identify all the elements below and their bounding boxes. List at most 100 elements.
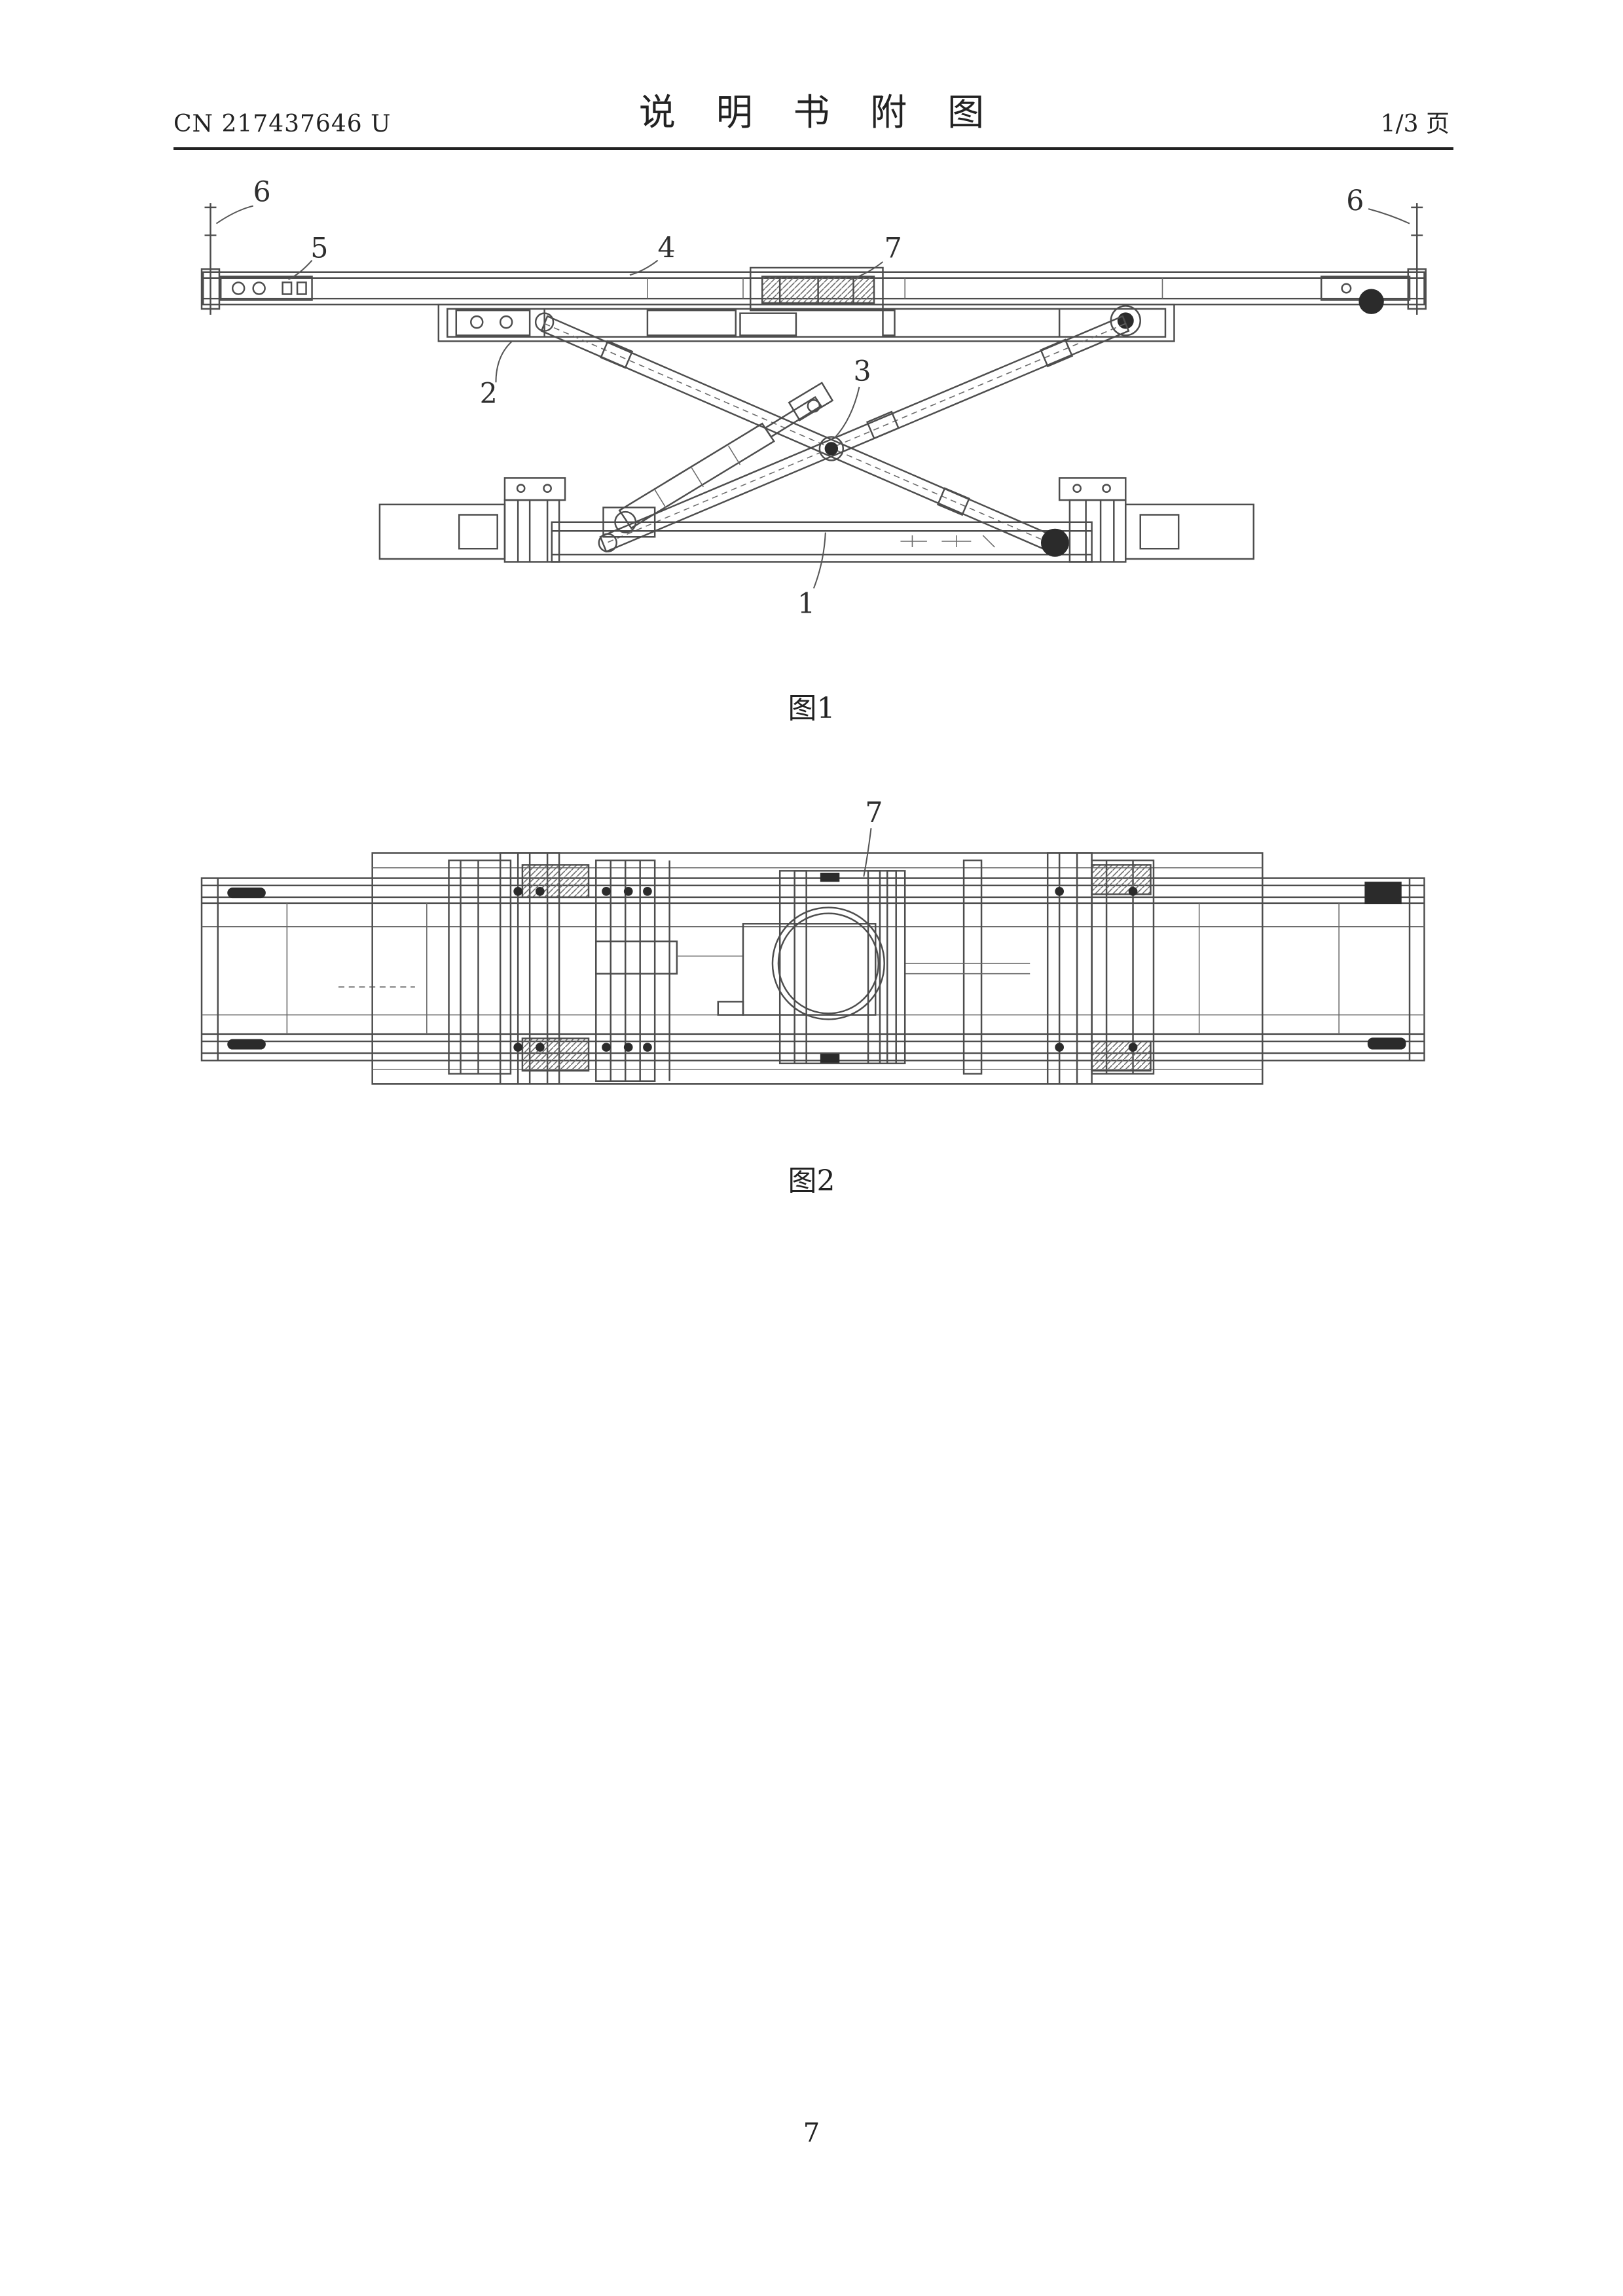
figure-2-leader-7 [863, 828, 872, 877]
component-7-top-view-stroke [867, 870, 881, 1065]
component-7-top-view-stroke [820, 1054, 840, 1063]
upper-frame-stroke [455, 309, 531, 336]
figure-1-leader-lines-stroke [215, 205, 253, 224]
scissor-arm-b-stroke [866, 410, 900, 440]
pedestal-right-stroke [1058, 477, 1127, 501]
component-7-top-view-stroke [771, 906, 885, 1020]
long-frame-outline [200, 877, 1425, 1062]
end-rollers-top-view-stroke [227, 888, 266, 899]
rail-bolts-stroke [513, 886, 523, 896]
rail-bolts-stroke [513, 1043, 523, 1052]
base-frame-stroke [598, 533, 617, 552]
hydraulic-cylinder-stroke [807, 399, 821, 413]
pedestal-left-stroke [503, 477, 566, 501]
scissor-arm-a [540, 315, 1064, 556]
component-7-side-view [750, 266, 884, 312]
end-block-left-stroke [252, 281, 266, 295]
ref-numeral-5: 5 [310, 232, 328, 264]
upper-frame-stroke [534, 312, 555, 332]
rail-bolts-stroke [643, 886, 652, 896]
right-scissor-frame-top-view [905, 852, 1155, 1085]
component-7-side-view-stroke [750, 266, 884, 312]
scissor-arm-a-stroke [936, 487, 970, 516]
left-scissor-frame-top-view [448, 852, 744, 1085]
guide-post-left [200, 203, 221, 315]
right-scissor-frame-top-view-stroke [1091, 1040, 1152, 1072]
pedestal-left [503, 477, 566, 563]
outrigger-left [378, 503, 506, 560]
rail-bolts-stroke [1055, 886, 1065, 896]
outrigger-right-stroke [1139, 514, 1180, 550]
end-rollers-top-view [227, 882, 1406, 1050]
page-title: 说 明 书 附 图 [638, 92, 999, 134]
rail-bolts-stroke [623, 1043, 633, 1052]
rail-bolts-stroke [602, 1043, 611, 1052]
pedestal-right-stroke [1072, 484, 1082, 493]
end-block-left-stroke [219, 276, 313, 301]
rail-bolts [513, 886, 1138, 1052]
page-indicator: 1/3 页 [1380, 111, 1450, 137]
upper-frame-stroke [739, 312, 797, 336]
figure-1-caption: 图1 [788, 692, 835, 725]
rail-bolts-stroke [1055, 1043, 1065, 1052]
rail-bolts-stroke [643, 1043, 652, 1052]
figure-1-leader-lines-stroke [833, 386, 860, 439]
scissor-arm-b [599, 315, 1130, 553]
figure-1-leader-lines [215, 205, 1410, 589]
figure-2-drawing: 7 [200, 797, 1425, 1085]
rail-bolts-stroke [602, 886, 611, 896]
scissor-arm-a-stroke [544, 323, 1060, 548]
hydraulic-cylinder-stroke [763, 396, 822, 439]
outrigger-left-stroke [378, 503, 506, 560]
ref-numeral-6-right: 6 [1346, 185, 1364, 217]
scissor-arm-b-stroke [1040, 338, 1074, 368]
pedestal-left-stroke [543, 484, 552, 493]
upper-frame-stroke [646, 309, 737, 336]
pedestal-left-stroke [503, 499, 560, 563]
component-7-top-view [717, 870, 906, 1065]
base-frame-stroke [1040, 528, 1069, 557]
end-block-left [219, 276, 313, 301]
upper-frame-stroke [470, 315, 484, 329]
left-scissor-frame-top-view-stroke [521, 1037, 590, 1072]
rail-bolts-stroke [536, 886, 545, 896]
hydraulic-cylinder-stroke [691, 467, 704, 488]
rail-bolts-stroke [1128, 886, 1138, 896]
end-roller-right [1320, 276, 1411, 314]
center-pivot [818, 436, 845, 461]
figure-2-caption: 图2 [788, 1164, 835, 1198]
ref-numeral-7: 7 [884, 232, 902, 264]
hydraulic-cylinder-stroke [654, 489, 667, 509]
component-7-top-view-stroke [886, 870, 897, 1065]
rail-bolts-stroke [623, 886, 633, 896]
base-frame [551, 521, 1093, 563]
page-number: 7 [803, 2118, 820, 2148]
upper-frame-stroke [499, 315, 513, 329]
ref-numeral-4: 4 [658, 232, 676, 264]
ref-numeral-6-left: 6 [253, 176, 271, 209]
component-7-top-view-stroke [820, 872, 840, 882]
end-rollers-top-view-stroke [1367, 1037, 1406, 1050]
component-7-top-view-stroke [793, 870, 807, 1065]
figure-1-leader-lines-stroke [629, 259, 659, 276]
outrigger-right-stroke [1125, 503, 1255, 560]
figure-1-drawing: 6 5 4 7 6 2 3 1 [200, 176, 1427, 620]
end-roller-right-stroke [1341, 283, 1352, 294]
left-scissor-frame-top-view-stroke [595, 941, 678, 975]
end-rollers-top-view-stroke [1364, 882, 1402, 905]
left-scissor-frame-top-view-stroke [448, 859, 512, 1075]
end-block-left-stroke [282, 281, 293, 295]
component-7-top-view-stroke [742, 923, 877, 1016]
outrigger-left-stroke [458, 514, 498, 550]
guide-post-left-stroke [200, 268, 221, 310]
figure-1-leader-lines-stroke [1368, 208, 1410, 224]
base-frame-stroke [982, 535, 995, 548]
pedestal-right-stroke [1102, 484, 1111, 493]
scissor-arm-a-stroke [600, 340, 634, 369]
ref-numeral-7-top-view: 7 [865, 797, 883, 829]
rail-bolts-stroke [536, 1043, 545, 1052]
long-frame-outline-stroke [200, 877, 1425, 1062]
figure-1-leader-lines-stroke [495, 340, 513, 383]
